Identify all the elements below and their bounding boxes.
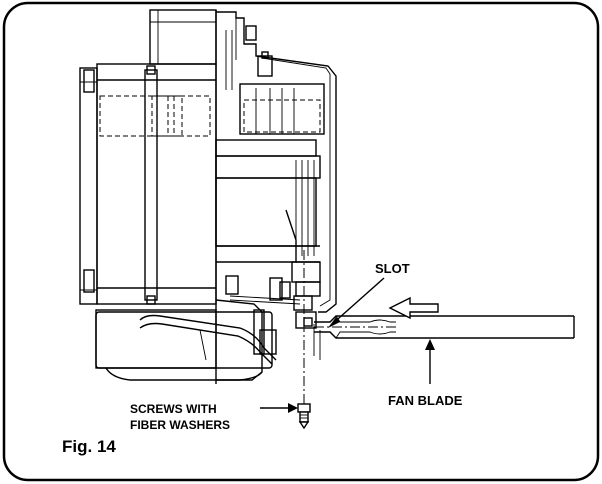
screw-drawing bbox=[297, 403, 311, 430]
screws-leader-arrowhead bbox=[288, 403, 298, 413]
fan-blade-label: FAN BLADE bbox=[388, 393, 463, 408]
screws-label-line2: FIBER WASHERS bbox=[130, 418, 230, 432]
slot-label: SLOT bbox=[375, 261, 410, 276]
screws-label-line1: SCREWS WITH bbox=[130, 402, 217, 416]
fan-blade-leader-arrowhead bbox=[425, 339, 435, 350]
slot-leader-arrowhead bbox=[328, 317, 340, 328]
figure-caption: Fig. 14 bbox=[62, 437, 116, 456]
motor-assembly-drawing bbox=[79, 9, 396, 430]
fan-blade-drawing bbox=[313, 315, 575, 360]
insert-direction-arrow bbox=[388, 296, 439, 320]
slot-leader-line bbox=[329, 277, 385, 327]
